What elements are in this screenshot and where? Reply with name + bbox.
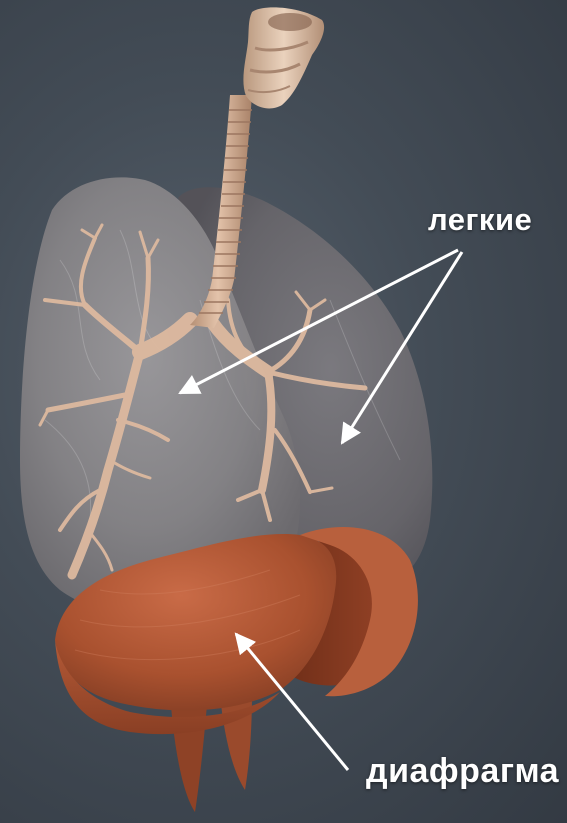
diaphragm-label: диафрагма: [366, 752, 559, 791]
lungs-label: легкие: [428, 202, 532, 238]
larynx-illustration: [243, 7, 324, 108]
